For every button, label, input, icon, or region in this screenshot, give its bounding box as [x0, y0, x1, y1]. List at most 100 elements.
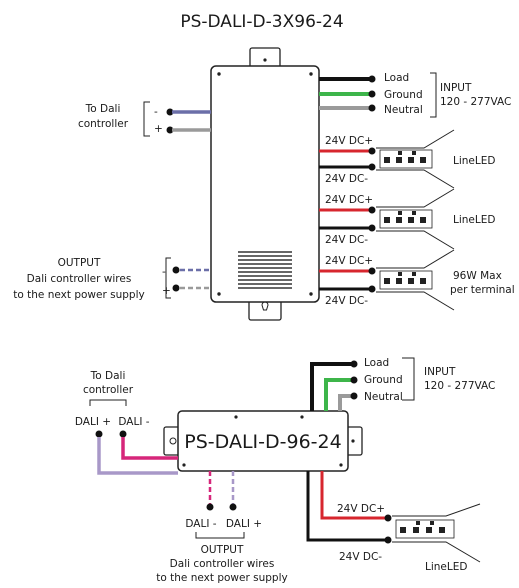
- bottom-out-minus-terminal: [206, 503, 214, 511]
- top-strip3-max-label-2: per terminal: [450, 284, 515, 296]
- top-strip1-tape: [379, 149, 433, 169]
- top-strip2-outline: [376, 188, 455, 250]
- top-dc-channel-2: 24V DC+ 24V DC-: [319, 194, 376, 246]
- top-strip2-tape: [379, 209, 433, 229]
- bottom-out-plus-terminal: [229, 503, 237, 511]
- top-dc-channel-3: 24V DC+ 24V DC-: [319, 255, 376, 307]
- bottom-dc-minus-terminal: [384, 536, 392, 544]
- top-ground-terminal: [368, 90, 376, 98]
- top-dali-minus: -: [154, 106, 158, 118]
- bottom-led-strip: LineLED: [392, 503, 481, 573]
- top-dali-bracket: [143, 101, 150, 137]
- top-output-label-3: to the next power supply: [13, 289, 144, 301]
- bottom-dali-minus-wire: [121, 437, 178, 460]
- bottom-out-plus-label: DALI +: [226, 518, 262, 530]
- bottom-mount-hole-right: [351, 439, 355, 443]
- bottom-strip-label: LineLED: [425, 561, 467, 573]
- bottom-dc-output: 24V DC+ 24V DC-: [306, 471, 392, 563]
- bottom-power-supply: PS-DALI-D-96-24: [163, 410, 363, 472]
- top-to-dali-label-2: controller: [78, 118, 129, 130]
- top-screw-tl: [217, 72, 221, 76]
- top-input-bracket: [430, 72, 437, 118]
- bottom-strip-outline: [392, 503, 481, 563]
- top-screw-tr: [309, 72, 313, 76]
- top-strip1-leds: [384, 151, 426, 163]
- bottom-title: PS-DALI-D-96-24: [184, 431, 341, 453]
- bottom-to-dali-label: To Dali: [90, 370, 126, 382]
- bottom-dali-plus-terminal: [95, 430, 103, 438]
- top-dali-input: To Dali controller - +: [78, 101, 211, 137]
- top-output-minus: -: [162, 266, 166, 278]
- top-strip2-label: LineLED: [453, 214, 495, 226]
- bottom-output-label: OUTPUT: [201, 544, 244, 556]
- bottom-out-minus-label: DALI -: [185, 518, 216, 530]
- top-neutral-label: Neutral: [384, 104, 423, 116]
- bottom-input-voltage: 120 - 277VAC: [424, 380, 495, 392]
- top-led-strip-1: LineLED: [376, 129, 495, 189]
- bottom-dc-plus-wire: [320, 471, 386, 520]
- bottom-ps-body: [177, 410, 349, 472]
- top-strip1-outline: [376, 129, 455, 189]
- top-dali-plus-terminal: [166, 126, 174, 134]
- top-output-plus: +: [162, 285, 171, 297]
- top-output-label: OUTPUT: [58, 257, 101, 269]
- bottom-neutral-label: Neutral: [364, 391, 403, 403]
- bottom-dali-plus-wire: [97, 437, 178, 475]
- bottom-screw-2: [300, 415, 304, 419]
- top-screw-br: [309, 292, 313, 296]
- top-load-terminal: [368, 75, 376, 83]
- top-input-voltage: 120 - 277VAC: [440, 96, 511, 108]
- bottom-dc-minus-wire: [306, 471, 386, 542]
- top-ch1-plus-terminal: [368, 147, 376, 155]
- top-ch2-minus-label: 24V DC-: [325, 234, 368, 246]
- top-dali-output: OUTPUT Dali controller wires to the next…: [13, 257, 211, 301]
- top-ch3-plus-terminal: [368, 267, 376, 275]
- bottom-ground-label: Ground: [364, 374, 403, 386]
- top-ch3-plus-label: 24V DC+: [325, 255, 373, 267]
- top-neutral-terminal: [368, 104, 376, 112]
- top-ch2-plus-label: 24V DC+: [325, 194, 373, 206]
- bottom-load-terminal: [350, 360, 358, 368]
- top-dali-plus: +: [154, 123, 163, 135]
- bottom-screw-4: [339, 463, 343, 467]
- top-ps-body: [210, 65, 320, 303]
- bottom-output-label-2: Dali controller wires: [170, 558, 275, 570]
- bottom-input-bracket: [402, 357, 415, 401]
- top-screw-bl: [217, 292, 221, 296]
- bottom-output-bracket: [195, 532, 245, 539]
- bottom-to-dali-label-2: controller: [83, 384, 134, 396]
- top-dc-channel-1: 24V DC+ 24V DC-: [319, 135, 376, 185]
- top-ch2-minus-terminal: [368, 224, 376, 232]
- top-mount-hole-top: [263, 58, 267, 62]
- bottom-ground-terminal: [350, 376, 358, 384]
- top-strip3-outline: [376, 249, 455, 311]
- bottom-dali-input: To Dali controller DALI + DALI -: [75, 370, 178, 475]
- bottom-dali-minus-terminal: [119, 430, 127, 438]
- bottom-dali-bracket: [89, 399, 127, 406]
- bottom-input-wires: Load Ground Neutral INPUT 120 - 277VAC: [310, 357, 495, 411]
- top-input-label: INPUT: [440, 82, 472, 94]
- top-ch3-minus-terminal: [368, 285, 376, 293]
- top-strip1-label: LineLED: [453, 155, 495, 167]
- top-load-label: Load: [384, 72, 409, 84]
- top-output-bracket: [165, 257, 171, 299]
- top-title: PS-DALI-D-3X96-24: [180, 12, 343, 32]
- top-output-label-2: Dali controller wires: [27, 273, 132, 285]
- top-ground-label: Ground: [384, 89, 423, 101]
- top-mount-tab-top: [249, 47, 281, 69]
- bottom-input-label: INPUT: [424, 366, 456, 378]
- bottom-ground-wire: [324, 378, 352, 411]
- top-strip3-max-label: 96W Max: [453, 270, 502, 282]
- bottom-dc-minus-label: 24V DC-: [339, 551, 382, 563]
- bottom-screw-1: [234, 415, 238, 419]
- top-ch2-plus-terminal: [368, 206, 376, 214]
- bottom-dali-minus-label: DALI -: [118, 416, 149, 428]
- top-ch1-minus-label: 24V DC-: [325, 173, 368, 185]
- top-to-dali-label: To Dali: [85, 103, 121, 115]
- bottom-output-label-3: to the next power supply: [156, 572, 287, 584]
- bottom-neutral-terminal: [350, 392, 358, 400]
- top-input-wires: Load Ground Neutral INPUT 120 - 277VAC: [319, 72, 511, 118]
- bottom-dali-output: DALI - DALI + OUTPUT Dali controller wir…: [156, 471, 288, 584]
- top-led-strip-3: 96W Max per terminal: [376, 249, 515, 311]
- top-ch3-minus-label: 24V DC-: [325, 295, 368, 307]
